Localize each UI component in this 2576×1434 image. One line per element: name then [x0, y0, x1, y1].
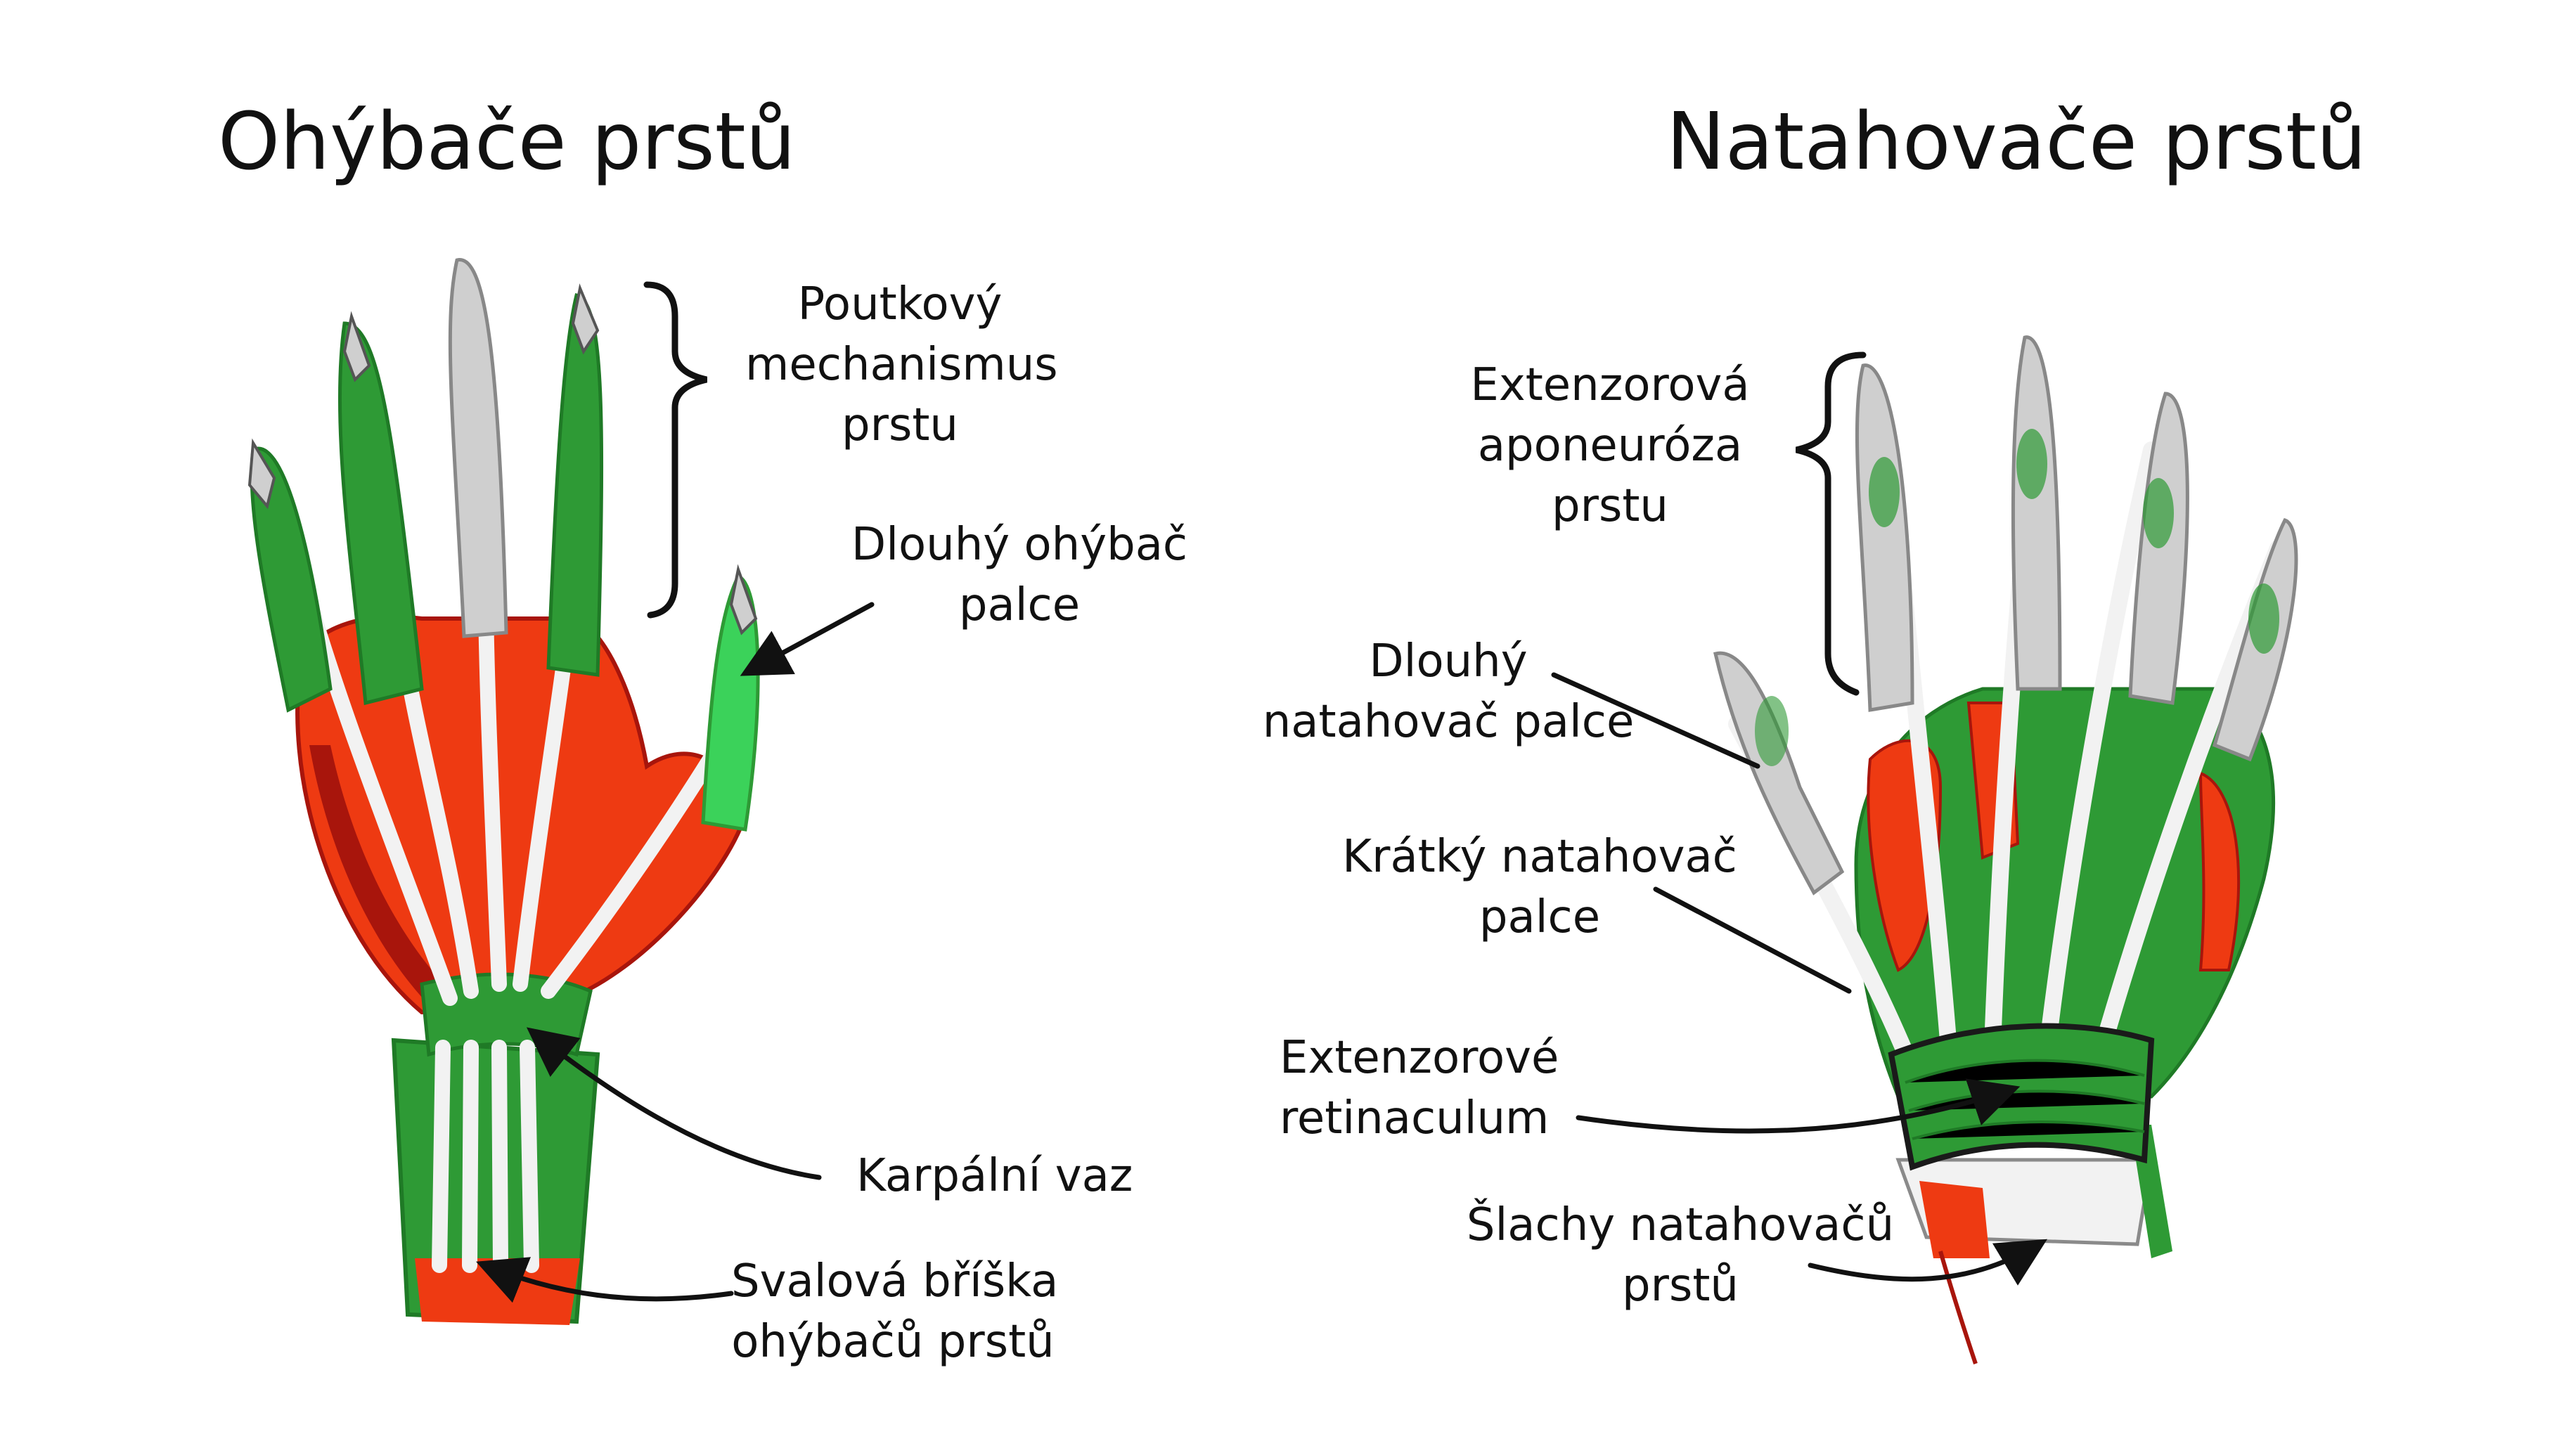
right-middle-finger — [2011, 335, 2062, 691]
right-fingers — [1713, 335, 2298, 896]
right-thumb — [1713, 651, 1845, 896]
label-karpalni-vaz: Karpální vaz — [856, 1150, 1133, 1202]
right-forearm-red — [1919, 1181, 1990, 1258]
right-ring-finger — [2128, 392, 2189, 705]
brace-extenzorova — [1795, 351, 1867, 696]
line-dlouhy-natahovac — [1551, 672, 1760, 769]
left-middle-finger — [448, 258, 508, 638]
arrow-karpalni — [526, 1027, 822, 1180]
left-hypothenar-dark — [309, 745, 457, 1012]
arrow-slachy — [1808, 1239, 2048, 1286]
arrow-retinaculum — [1576, 1078, 2021, 1134]
left-forearm-tendons — [432, 1040, 539, 1273]
left-index-finger — [546, 292, 604, 677]
left-hand-flexors — [247, 258, 760, 1325]
right-dorsal-red-3 — [2198, 771, 2241, 971]
red-vessel — [1938, 1251, 1978, 1364]
pointer-lines — [476, 602, 2048, 1303]
left-little-finger — [250, 446, 333, 713]
left-ring-finger — [337, 321, 424, 706]
line-kratky-natahovac — [1653, 886, 1852, 994]
right-index-finger — [1855, 363, 1914, 712]
arrow-svalova — [476, 1257, 734, 1303]
left-fingers — [247, 258, 760, 832]
title-left: Ohýbače prstů — [218, 96, 796, 188]
title-right: Natahovače prstů — [1666, 96, 2366, 188]
brace-poutkovy — [643, 281, 708, 619]
right-hand-extensors — [1713, 335, 2298, 1364]
arrow-dlouhy-ohybac — [740, 602, 875, 676]
